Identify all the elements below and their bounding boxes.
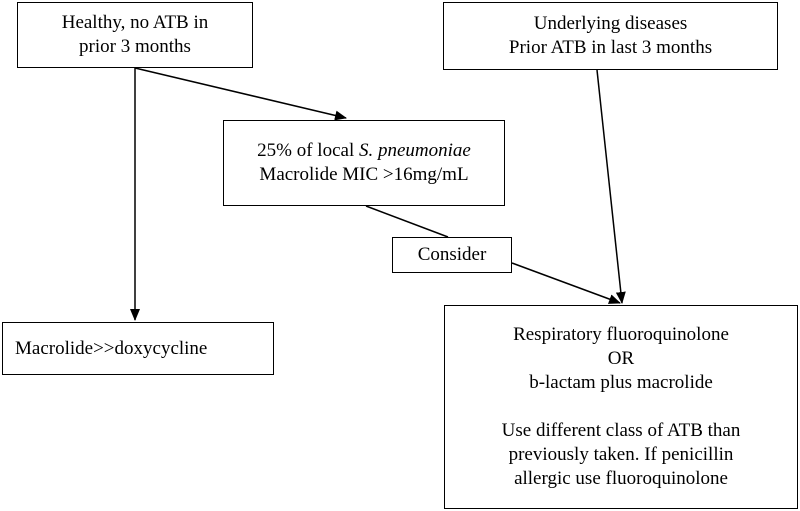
macrolide-label: Macrolide>>doxycycline [15,337,208,359]
line-resistance-to-consider [365,205,449,238]
underlying-line2: Prior ATB in last 3 months [508,37,713,58]
arrow-underlying-to-fluoro [596,69,626,304]
arrow-healthy-to-resistance [134,67,347,121]
consider-node: Consider [392,237,512,273]
fluoro-line6: allergic use fluoroquinolone [514,468,728,489]
fluoro-line2: OR [607,348,635,369]
macrolide-node: Macrolide>>doxycycline [2,322,274,375]
healthy-line2: prior 3 months [79,36,191,57]
consider-label: Consider [417,244,487,265]
resistance-line1: 25% of local S. pneumoniae [257,139,471,163]
healthy-no-atb-node: Healthy, no ATB in prior 3 months [17,2,253,68]
healthy-line1: Healthy, no ATB in [61,12,209,33]
underlying-line1: Underlying diseases [533,13,688,34]
arrow-consider-to-fluoro [511,262,621,304]
resistance-node: 25% of local S. pneumoniae Macrolide MIC… [223,120,505,206]
fluoro-line5: previously taken. If penicillin [508,444,734,465]
resistance-line2: Macrolide MIC >16mg/mL [259,164,469,185]
resistance-organism: S. pneumoniae [358,140,471,161]
resistance-line1-prefix: 25% of local [257,140,359,161]
fluoroquinolone-node: Respiratory fluoroquinolone OR b-lactam … [444,305,798,509]
fluoro-line3: b-lactam plus macrolide [529,372,713,393]
fluoro-line1: Respiratory fluoroquinolone [513,324,729,345]
underlying-diseases-node: Underlying diseases Prior ATB in last 3 … [443,2,778,70]
fluoro-line4: Use different class of ATB than [501,420,741,441]
